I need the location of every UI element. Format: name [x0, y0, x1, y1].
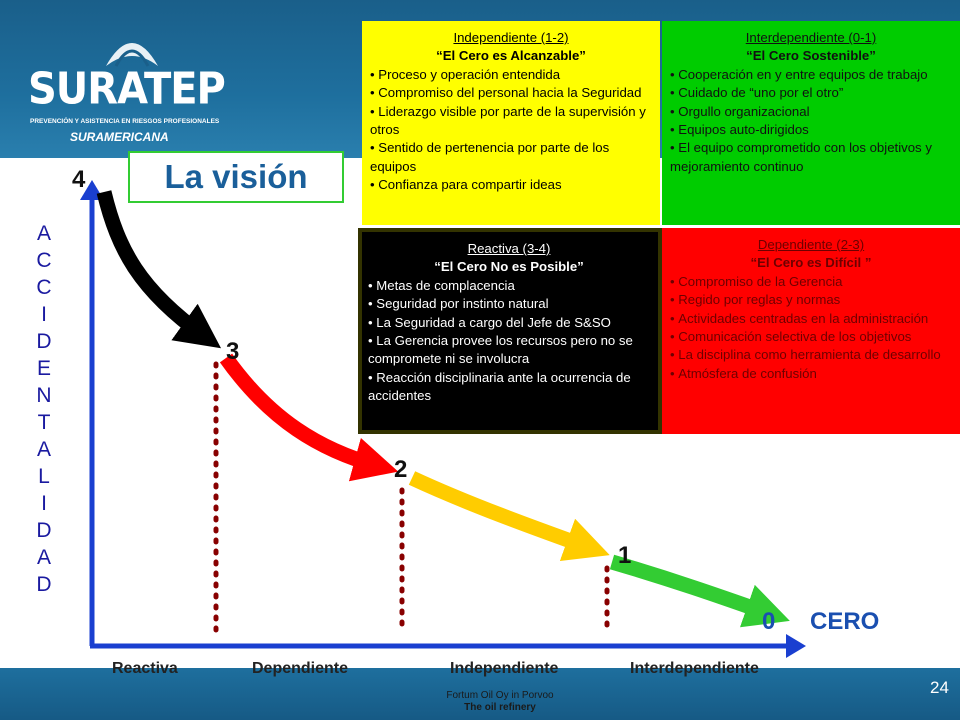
y-label-letter: A	[36, 438, 51, 461]
point-label-1: 1	[618, 542, 632, 569]
curve-segment-independiente	[408, 471, 610, 562]
box-dependiente: Dependiente (2-3) “El Cero es Difícil ” …	[662, 228, 960, 434]
curve-segment-dependiente	[219, 353, 399, 482]
footer-band	[0, 668, 960, 720]
logo-brand: SURATEP	[28, 63, 226, 115]
point-label-3: 3	[226, 338, 240, 365]
list-item: Atmósfera de confusión	[670, 365, 952, 383]
footer-credit: Fortum Oil Oy in Porvoo The oil refinery	[420, 690, 580, 714]
y-label-letter: C	[36, 249, 52, 272]
list-item: Proceso y operación entendida	[370, 66, 652, 84]
list-item: Actividades centradas en la administraci…	[670, 310, 952, 328]
list-item: Compromiso de la Gerencia	[670, 273, 952, 291]
y-label-letter: C	[36, 276, 52, 299]
box-list: Compromiso de la Gerencia Regido por reg…	[670, 273, 952, 383]
list-item: Regido por reglas y normas	[670, 291, 952, 309]
list-item: La disciplina como herramienta de desarr…	[670, 346, 952, 364]
y-label-letter: D	[36, 573, 52, 596]
box-subtitle: “El Cero es Alcanzable”	[436, 48, 586, 64]
y-label-letter: D	[36, 519, 52, 542]
list-item: Cooperación en y entre equipos de trabaj…	[670, 66, 952, 84]
curve-segment-reactiva	[96, 190, 222, 349]
box-interdependiente: Interdependiente (0-1) “El Cero Sostenib…	[662, 21, 960, 225]
box-title: Interdependiente (0-1)	[745, 30, 877, 45]
box-list: Metas de complacencia Seguridad por inst…	[368, 277, 650, 406]
y-label-letter: T	[37, 411, 51, 434]
list-item: Orgullo organizacional	[670, 103, 952, 121]
stage-label-interdependiente: Interdependiente	[630, 660, 759, 677]
list-item: Metas de complacencia	[368, 277, 650, 295]
list-item: Seguridad por instinto natural	[368, 295, 650, 313]
list-item: Liderazgo visible por parte de la superv…	[370, 103, 652, 140]
list-item: Compromiso del personal hacia la Segurid…	[370, 84, 652, 102]
y-label-letter: I	[41, 303, 47, 326]
y-label-letter: E	[36, 357, 51, 380]
y-label-letter: L	[38, 465, 50, 488]
credit-line-1: Fortum Oil Oy in Porvoo	[446, 690, 554, 701]
list-item: Equipos auto-dirigidos	[670, 121, 952, 139]
axis-arrow-right-icon	[786, 634, 806, 658]
logo-emblem-icon	[106, 43, 158, 67]
list-item: La Gerencia provee los recursos pero no …	[368, 332, 650, 369]
list-item: Comunicación selectiva de los objetivos	[670, 328, 952, 346]
point-label-2: 2	[394, 456, 408, 483]
vision-title: La visión	[128, 151, 344, 203]
stage-label-reactiva: Reactiva	[112, 660, 178, 677]
point-label-0: 0	[762, 608, 776, 635]
list-item: Reacción disciplinaria ante la ocurrenci…	[368, 369, 650, 406]
box-subtitle: “El Cero Sostenible”	[746, 48, 876, 64]
page-number: 24	[930, 678, 949, 697]
box-independiente: Independiente (1-2) “El Cero es Alcanzab…	[362, 21, 660, 225]
box-title: Independiente (1-2)	[453, 30, 569, 45]
box-subtitle: “El Cero No es Posible”	[434, 259, 584, 275]
y-axis-label: A C C I D E N T A L I D A D	[32, 220, 56, 598]
list-item: La Seguridad a cargo del Jefe de S&SO	[368, 314, 650, 332]
box-subtitle: “El Cero es Difícil ”	[750, 255, 872, 271]
stage-label-independiente: Independiente	[450, 660, 559, 677]
box-title: Dependiente (2-3)	[757, 237, 865, 252]
y-label-letter: I	[41, 492, 47, 515]
list-item: El equipo comprometido con los objetivos…	[670, 139, 952, 176]
cero-label: CERO	[810, 608, 880, 635]
y-label-letter: N	[36, 384, 52, 407]
list-item: Sentido de pertenencia por parte de los …	[370, 139, 652, 176]
logo-sub: SURAMERICANA	[70, 130, 169, 144]
y-label-letter: A	[36, 546, 51, 569]
y-label-letter: D	[36, 330, 52, 353]
box-reactiva: Reactiva (3-4) “El Cero No es Posible” M…	[358, 228, 662, 434]
logo-tagline: PREVENCIÓN Y ASISTENCIA EN RIESGOS PROFE…	[30, 118, 220, 125]
suratep-logo: SURATEP PREVENCIÓN Y ASISTENCIA EN RIESG…	[22, 26, 226, 144]
point-label-4: 4	[72, 166, 86, 193]
box-list: Cooperación en y entre equipos de trabaj…	[670, 66, 952, 176]
stage-label-dependiente: Dependiente	[252, 660, 349, 677]
list-item: Confianza para compartir ideas	[370, 176, 652, 194]
box-title: Reactiva (3-4)	[467, 241, 551, 256]
list-item: Cuidado de “uno por el otro”	[670, 84, 952, 102]
credit-line-2: The oil refinery	[464, 702, 536, 713]
box-list: Proceso y operación entendida Compromiso…	[370, 66, 652, 195]
curve-segment-interdependiente	[609, 554, 790, 628]
y-label-letter: A	[36, 222, 51, 245]
